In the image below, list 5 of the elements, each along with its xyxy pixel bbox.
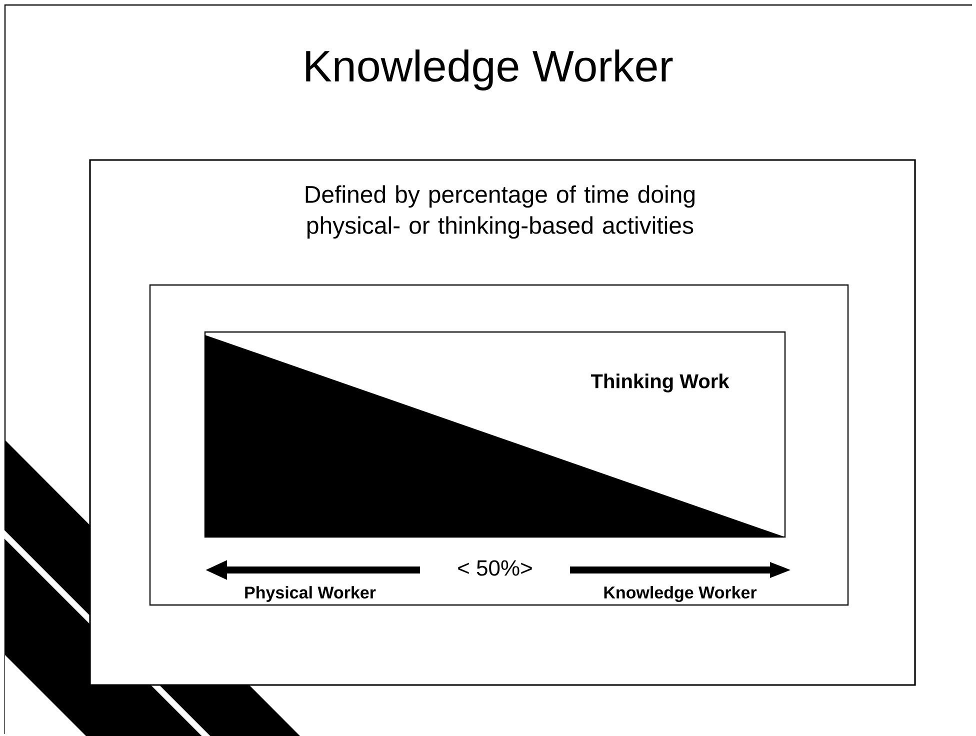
axis-label: Physical Worker <box>245 586 376 602</box>
percentage-label: < 50%> <box>458 560 532 576</box>
slide-title: Knowledge Worker <box>306 49 673 90</box>
chart-area: Thinking Work <box>204 331 786 538</box>
axis-label: Knowledge Worker <box>604 586 757 602</box>
